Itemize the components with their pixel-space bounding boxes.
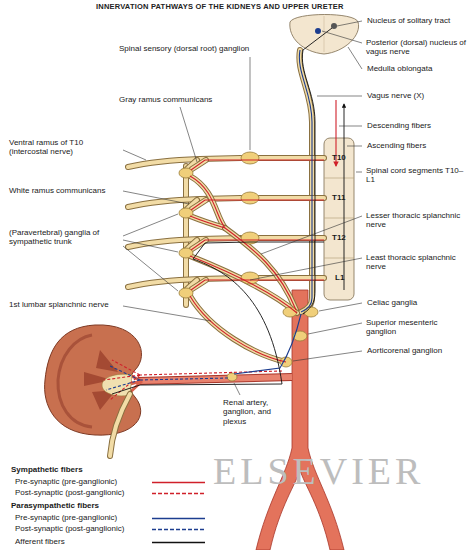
nerves [128, 198, 241, 207]
watermark: ELSEVIER [212, 452, 425, 490]
fibers [106, 366, 228, 390]
fiber-label: Ascending fibers [366, 141, 427, 150]
leader-lines [123, 214, 178, 291]
legend-sample [152, 518, 205, 520]
part-label: Spinal cord segments T10–L1 [365, 166, 471, 185]
nerves [299, 50, 312, 312]
leader-lines [250, 57, 251, 150]
fibers [104, 360, 282, 400]
nerve-label: Ventral ramus of T10 (intercostal nerve) [8, 138, 122, 157]
segment-label: T12 [331, 233, 347, 242]
segment-label: T11 [331, 193, 346, 202]
fibers [191, 160, 324, 290]
spinal-cord [324, 138, 354, 300]
leader-lines [123, 191, 189, 204]
nerves [259, 196, 324, 200]
fibers [190, 296, 286, 362]
ganglia [179, 152, 318, 381]
nerves [299, 50, 312, 312]
kidney [45, 325, 142, 435]
legend-sample [152, 542, 205, 544]
ganglion-label: Superior mesenteric ganglion [365, 318, 471, 337]
nerve-label: White ramus communicans [8, 186, 106, 195]
nucleus-label: Posterior (dorsal) nucleus of vagus nerv… [365, 38, 471, 57]
leader-lines [347, 146, 362, 147]
leader-lines [293, 351, 362, 361]
legend-text: Pre-synaptic (pre-ganglionic) [14, 513, 118, 522]
nerve-label: 1st lumbar splanchnic nerve [8, 300, 110, 309]
ureter [110, 394, 130, 456]
leader-lines [123, 150, 146, 160]
nerves [190, 296, 286, 362]
part-label: Renal artery, ganglion, and plexus [222, 398, 290, 426]
spinal-cord [324, 138, 354, 300]
leader-lines [356, 172, 362, 173]
leader-lines [337, 21, 362, 26]
nerves [128, 198, 241, 207]
nerve-label: Vagus nerve (X) [366, 91, 425, 100]
nerve-label: Lesser thoracic splanchnic nerve [365, 211, 471, 230]
legend-sample [152, 529, 205, 531]
nerves [128, 278, 241, 287]
ganglion-label: Celiac ganglia [366, 298, 418, 307]
legend-heading: Parasympathetic fibers [10, 501, 100, 510]
leader-lines [319, 303, 362, 311]
nerves [190, 176, 225, 228]
part-label: Medulla oblongata [366, 64, 433, 73]
fibers [299, 50, 312, 312]
kidney [45, 325, 142, 435]
nerve-label: Least thoracic splanchnic nerve [365, 253, 471, 272]
leader-lines [322, 31, 362, 43]
fibers [302, 28, 332, 314]
segment-label: L1 [334, 273, 345, 282]
leader-lines [261, 216, 362, 254]
nerves [259, 156, 324, 160]
fiber-label: Descending fibers [366, 121, 432, 130]
ureter [110, 394, 130, 456]
leader-lines [250, 258, 362, 280]
ganglion-label: Spinal sensory (dorsal root) ganglion [118, 44, 250, 53]
nerves [128, 278, 241, 287]
leader-lines [317, 96, 362, 97]
legend-text: Post-synaptic (post-ganglionic) [14, 488, 125, 497]
leader-lines [308, 323, 362, 334]
nerves [184, 166, 188, 305]
leader-lines [348, 47, 362, 69]
segment-label: T10 [331, 153, 347, 162]
ganglion-label: (Paravertebral) ganglia of sympathetic t… [8, 228, 122, 247]
fibers [190, 176, 225, 228]
ureter [110, 394, 130, 456]
leader-lines [123, 21, 362, 395]
leader-lines [180, 107, 197, 162]
fibers [225, 228, 296, 310]
ganglia [241, 192, 259, 204]
ganglia [241, 152, 259, 164]
fibers [234, 314, 301, 374]
nerve-label: Gray ramus communicans [118, 95, 213, 104]
nerves [190, 176, 225, 228]
spinal-cord [324, 178, 354, 258]
ganglia [241, 272, 259, 284]
legend-text: Post-synaptic (post-ganglionic) [14, 524, 125, 533]
legend-heading: Sympathetic fibers [10, 465, 84, 474]
nerves [259, 236, 324, 240]
fibers [112, 242, 324, 394]
medulla [315, 28, 321, 34]
leader-lines [234, 383, 240, 395]
diagram-title: INNERVATION PATHWAYS OF THE KIDNEYS AND … [95, 3, 345, 12]
fibers [190, 216, 225, 228]
nucleus-label: Nucleus of solitary tract [366, 16, 451, 25]
ganglion-label: Aorticorenal ganglion [366, 346, 443, 355]
fibers [104, 28, 344, 400]
legend-samples [152, 483, 205, 543]
leader-lines [123, 306, 211, 321]
legend-sample [152, 493, 205, 495]
legend-sample [152, 482, 205, 484]
legend-text: Pre-synaptic (pre-ganglionic) [14, 477, 118, 486]
leader-lines [339, 126, 362, 127]
legend-text: Afferent fibers [14, 537, 66, 546]
nerves [190, 296, 286, 362]
